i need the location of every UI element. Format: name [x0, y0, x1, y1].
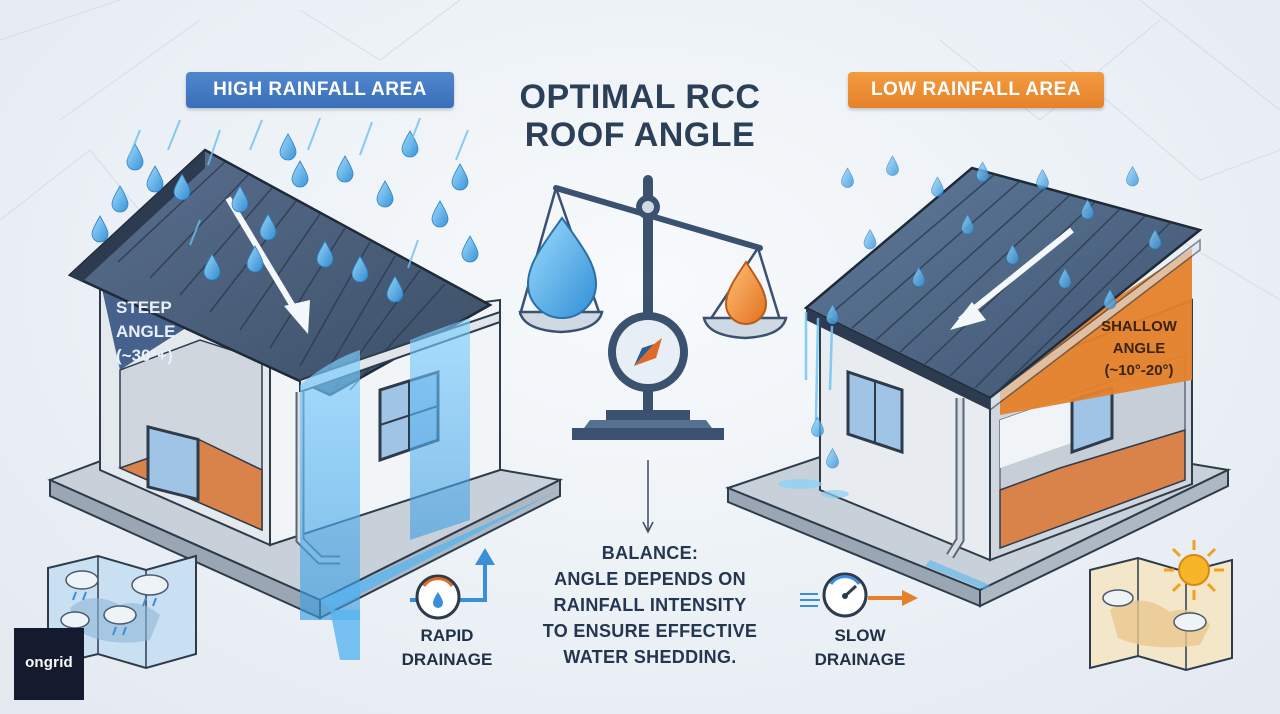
slow-line-2: DRAINAGE — [814, 650, 906, 669]
balance-line-1: BALANCE: — [601, 543, 699, 563]
high-rainfall-badge: HIGH RAINFALL AREA — [186, 72, 454, 108]
balance-line-4: TO ENSURE EFFECTIVE — [542, 621, 758, 641]
steep-line-1: STEEP — [116, 298, 172, 317]
logo-text: ongrid — [25, 654, 73, 671]
rapid-gauge-icon — [410, 548, 495, 620]
rapid-line-1: RAPID — [420, 626, 474, 645]
title-line-1: OPTIMAL RCC — [519, 78, 761, 116]
rainy-map-icon — [47, 554, 197, 670]
background-lines — [0, 0, 1280, 301]
low-rainfall-badge: LOW RAINFALL AREA — [848, 72, 1104, 108]
shallow-line-2: ANGLE — [1112, 340, 1166, 357]
steep-line-3: (~30°+) — [116, 346, 173, 365]
balance-line-2: ANGLE DEPENDS ON — [554, 569, 746, 589]
balance-line-5: WATER SHEDDING. — [563, 647, 737, 667]
shallow-angle-label: SHALLOW ANGLE (~10°-20°) — [1074, 316, 1204, 382]
title-line-2: ROOF ANGLE — [524, 116, 756, 154]
balance-caption: BALANCE: ANGLE DEPENDS ON RAINFALL INTEN… — [510, 540, 790, 670]
rapid-drainage-label: RAPID DRAINAGE — [382, 624, 512, 672]
slow-drainage-label: SLOW DRAINAGE — [800, 624, 920, 672]
right-house — [725, 155, 1232, 608]
sunny-map-icon — [1089, 540, 1233, 672]
slow-line-1: SLOW — [834, 626, 886, 645]
left-house — [47, 117, 564, 660]
ongrid-logo: ongrid — [14, 628, 84, 700]
slow-gauge-icon — [800, 572, 918, 618]
rapid-line-2: DRAINAGE — [401, 650, 493, 669]
shallow-line-3: (~10°-20°) — [1104, 362, 1174, 379]
balance-line-3: RAINFALL INTENSITY — [553, 595, 747, 615]
page-title: OPTIMAL RCC ROOF ANGLE — [470, 78, 810, 154]
steep-angle-label: STEEP ANGLE (~30°+) — [116, 296, 216, 368]
shallow-line-1: SHALLOW — [1101, 318, 1177, 335]
steep-line-2: ANGLE — [116, 322, 176, 341]
balance-scale-icon — [518, 175, 788, 534]
